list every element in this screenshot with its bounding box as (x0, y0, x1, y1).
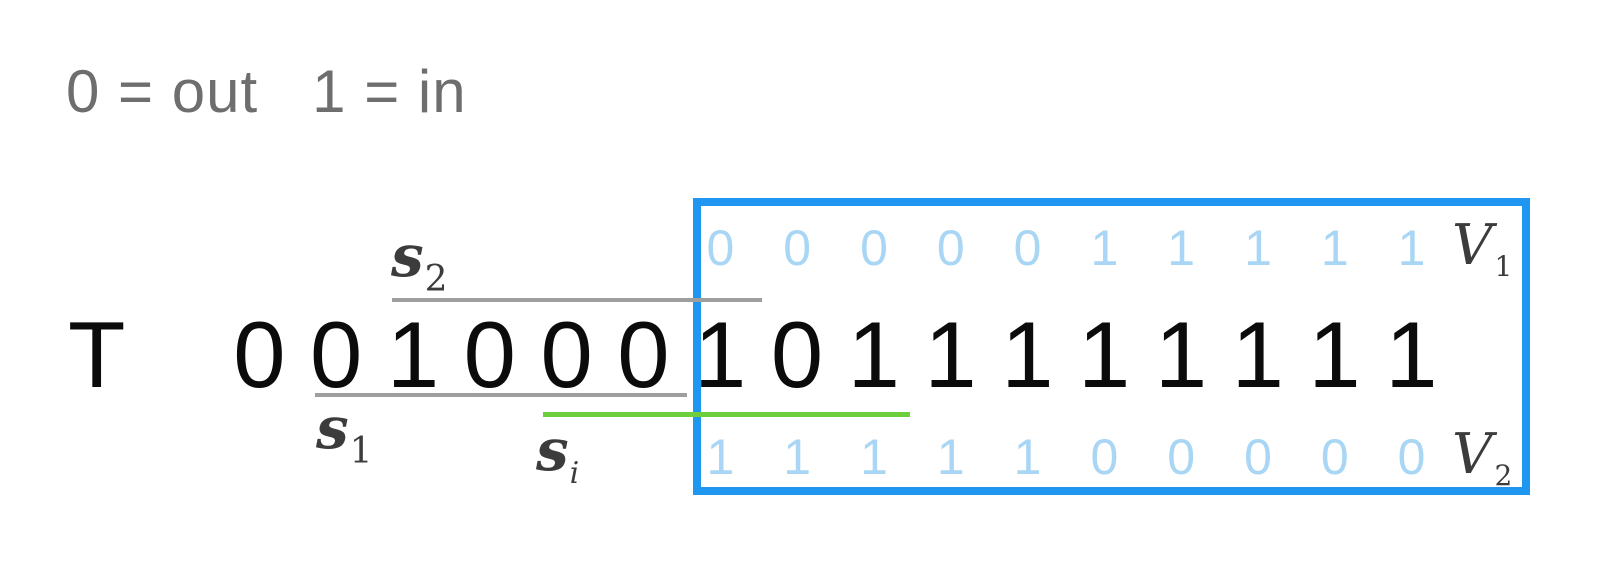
s2-label-base: s (391, 222, 424, 290)
sequence-digit: 1 (1154, 302, 1208, 407)
v2-digit: 0 (1244, 429, 1272, 485)
v1-digit: 0 (936, 220, 965, 276)
v1-label: V1 (1452, 218, 1512, 281)
window-box (693, 198, 1530, 495)
legend-zero-definition: 0 = out (66, 58, 259, 125)
v1-digit: 0 (860, 220, 888, 276)
sequence-digit: 1 (924, 302, 977, 407)
si-highlight-line (543, 412, 910, 417)
s1-label-base: s (316, 394, 349, 462)
sequence-digit: 1 (1308, 302, 1361, 407)
v1-digit: 1 (1320, 220, 1349, 276)
sequence-digit: 0 (233, 302, 286, 407)
v2-digit: 0 (1320, 429, 1349, 485)
v1-digit: 0 (706, 220, 735, 276)
v2-digit: 1 (706, 429, 735, 485)
v2-digit: 1 (783, 429, 812, 485)
sequence-digit: 1 (386, 302, 440, 407)
sequence-name: T (68, 302, 126, 407)
sequence-digit: 0 (310, 302, 363, 407)
v1-digit: 0 (1013, 220, 1042, 276)
v2-digit: 1 (1013, 429, 1042, 485)
v1-label-base: V (1452, 213, 1493, 278)
v2-digit: 0 (1397, 429, 1426, 485)
s1-label: s1 (316, 399, 373, 470)
si-label-base: s (536, 416, 569, 484)
sequence-digit: 1 (847, 302, 900, 407)
legend: 0 = out 1 = in (66, 62, 467, 122)
v2-digit: 1 (860, 429, 888, 485)
si-label: si (536, 421, 579, 491)
v1-digit: 1 (1090, 220, 1119, 276)
s1-rule-line (315, 393, 687, 397)
v1-digit: 1 (1244, 220, 1272, 276)
s1-label-subscript: 1 (349, 431, 373, 472)
v1-digit: 1 (1167, 220, 1196, 276)
s2-label: s2 (391, 227, 448, 298)
v2-digit: 1 (936, 429, 965, 485)
v2-label-base: V (1452, 422, 1493, 487)
v2-label-subscript: 2 (1494, 459, 1513, 492)
s2-label-subscript: 2 (424, 259, 448, 300)
v2-label: V2 (1452, 427, 1512, 490)
sequence-digit: 0 (770, 302, 824, 407)
sequence-digit: 0 (540, 302, 593, 407)
si-label-subscript: i (569, 456, 580, 491)
sequence-digit: 0 (617, 302, 670, 407)
sequence-digit: 1 (1231, 302, 1284, 407)
sequence-digit: 1 (1385, 302, 1438, 407)
v1-digit: 0 (783, 220, 812, 276)
v2-digit: 0 (1167, 429, 1196, 485)
v2-digit: 0 (1090, 429, 1119, 485)
sequence-digit: 1 (1078, 302, 1131, 407)
s2-rule-line (392, 298, 762, 302)
sequence-digit: 1 (694, 302, 747, 407)
v1-label-subscript: 1 (1494, 250, 1513, 283)
sequence-digit: 0 (463, 302, 516, 407)
v1-digit: 1 (1397, 220, 1426, 276)
legend-one-definition: 1 = in (312, 58, 467, 125)
sequence-digit: 1 (1001, 302, 1054, 407)
